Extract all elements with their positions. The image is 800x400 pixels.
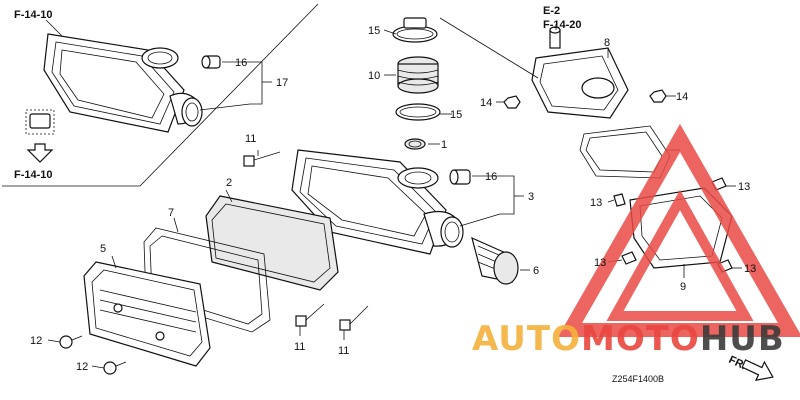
callout-5: 5 (100, 243, 106, 255)
reference-top-right-2: F-14-20 (543, 19, 582, 31)
callout-11-left: 11 (294, 341, 305, 353)
reference-top-left-lower: F-14-10 (14, 169, 53, 181)
diagram-code: Z254F1400B (612, 374, 664, 384)
callout-8: 8 (604, 37, 610, 49)
callout-2: 2 (226, 177, 232, 189)
clip-13-c (621, 251, 637, 265)
callout-1: 1 (441, 139, 447, 151)
callout-16-inset: 16 (235, 57, 247, 69)
callout-13-top-right: 13 (738, 181, 750, 193)
callout-12-upper: 12 (30, 335, 42, 347)
front-direction-arrow (741, 359, 774, 382)
callout-17: 17 (276, 77, 288, 89)
screw-12-upper (59, 335, 83, 349)
callout-15-lower: 15 (450, 109, 462, 121)
callout-11-top: 11 (245, 133, 256, 145)
callout-13-left: 13 (590, 197, 602, 209)
callout-12-lower: 12 (76, 361, 88, 373)
reference-arrow-down (26, 143, 54, 163)
callout-14-right: 14 (676, 91, 688, 103)
band-15-lower (395, 103, 441, 121)
watermark-wordmark: AUTOMOTOHUB (472, 319, 785, 359)
callout-14-left: 14 (480, 97, 492, 109)
case-collar (449, 169, 471, 185)
inset-case-assembly (25, 33, 221, 135)
watermark-moto: MOTO (581, 319, 700, 359)
reference-top-right-1: E-2 (543, 5, 560, 17)
callout-10: 10 (368, 70, 380, 82)
screen-1 (404, 138, 426, 150)
air-cleaner-cover (83, 261, 211, 367)
callout-13-lower-right: 13 (744, 263, 756, 275)
callout-9: 9 (680, 281, 686, 293)
callout-13-lower-left: 13 (594, 257, 606, 269)
reference-top-left-upper: F-14-10 (14, 9, 53, 21)
leader-lines (45, 17, 742, 369)
filter-element (205, 195, 339, 291)
inset-bolt-detail (25, 109, 55, 135)
watermark-auto: AUTO (472, 319, 581, 359)
callout-3: 3 (528, 191, 534, 203)
watermark-logo (557, 123, 800, 337)
gasket (143, 227, 271, 333)
screw-12-lower (103, 361, 127, 375)
callout-11-right: 11 (338, 345, 349, 357)
nut-14-right (649, 89, 667, 103)
inset-frame (2, 3, 319, 187)
tube-6 (471, 236, 519, 285)
bolt-11-left (295, 303, 325, 327)
callout-15-upper: 15 (368, 25, 380, 37)
callout-7: 7 (168, 207, 174, 219)
bolt-11-top (243, 151, 281, 167)
nut-14-left (503, 95, 521, 109)
bolt-11-right (339, 305, 369, 331)
band-15-upper (392, 17, 438, 43)
callout-16-main: 16 (485, 171, 497, 183)
watermark-triangle-outer (557, 123, 800, 337)
inset-collar (201, 55, 221, 69)
housing-8 (531, 26, 629, 119)
filter-10 (397, 56, 439, 94)
callout-6: 6 (533, 265, 539, 277)
clip-13-b (613, 193, 626, 207)
watermark-hub: HUB (700, 319, 785, 359)
watermark-triangle-inner (606, 189, 754, 321)
